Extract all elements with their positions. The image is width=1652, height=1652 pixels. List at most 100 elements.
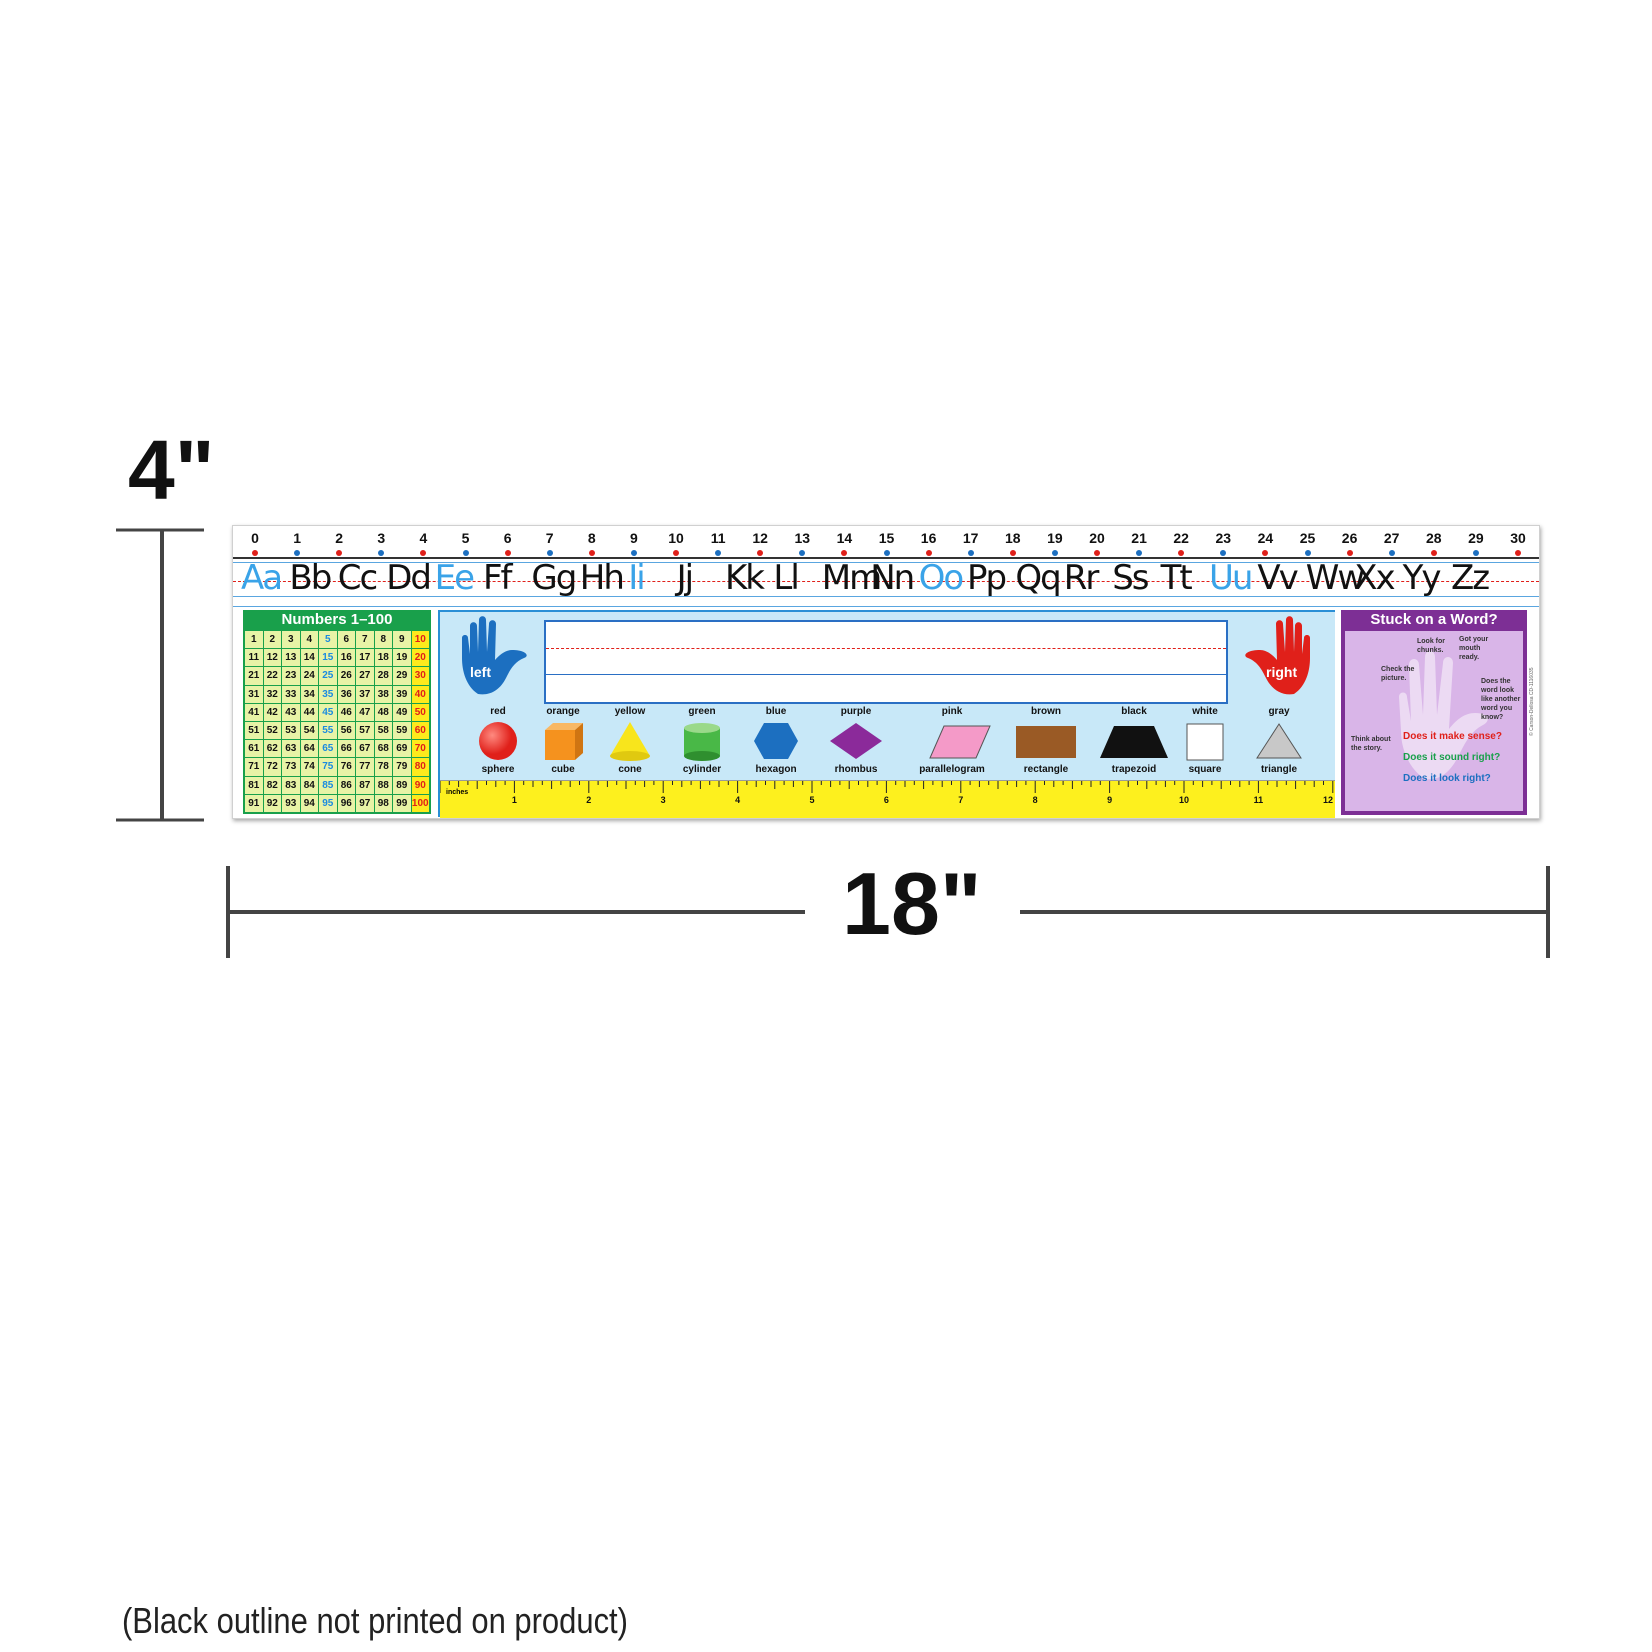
number-cell: 6 bbox=[337, 631, 355, 649]
ruler-number: 8 bbox=[1032, 795, 1038, 805]
question-look-right: Does it look right? bbox=[1403, 773, 1491, 784]
number-cell: 41 bbox=[245, 703, 263, 721]
ruler-number: 2 bbox=[586, 795, 592, 805]
number-line-label: 2 bbox=[335, 530, 344, 546]
outline-caption: (Black outline not printed on product) bbox=[122, 1600, 628, 1641]
number-line-label: 21 bbox=[1131, 530, 1147, 546]
alphabet-letter-pair: Vv bbox=[1257, 558, 1298, 598]
ruler-number: 9 bbox=[1107, 795, 1113, 805]
number-cell: 57 bbox=[356, 722, 374, 740]
number-cell: 21 bbox=[245, 667, 263, 685]
number-line-label: 23 bbox=[1215, 530, 1232, 546]
alphabet-letter-pair: Zz bbox=[1451, 558, 1490, 598]
triangle-icon bbox=[1256, 723, 1302, 759]
number-cell: 51 bbox=[245, 722, 263, 740]
number-line-dot bbox=[757, 550, 764, 556]
number-line-dot bbox=[673, 550, 679, 556]
descender-line bbox=[233, 606, 1539, 607]
number-cell: 83 bbox=[282, 776, 300, 794]
number-cell: 50 bbox=[411, 703, 429, 721]
color-name-label: gray bbox=[1268, 706, 1290, 717]
alphabet-letter-pair: Tt bbox=[1160, 558, 1193, 598]
alphabet-letter-pair: Jj bbox=[676, 558, 695, 598]
width-dimension-label: 18" bbox=[842, 854, 982, 953]
right-hand-icon bbox=[1245, 616, 1310, 695]
number-cell: 89 bbox=[393, 776, 411, 794]
number-line-dot bbox=[715, 550, 722, 556]
number-cell: 75 bbox=[319, 758, 337, 776]
alphabet-letter-pair: Bb bbox=[289, 558, 332, 598]
number-cell: 64 bbox=[300, 740, 318, 758]
number-line-dot bbox=[420, 550, 427, 556]
number-cell: 79 bbox=[393, 758, 411, 776]
number-cell: 37 bbox=[356, 685, 374, 703]
number-line-dot bbox=[883, 550, 890, 556]
number-line-label: 3 bbox=[377, 530, 386, 546]
alphabet-letter-pair: Ll bbox=[773, 558, 799, 598]
shape-name-label: parallelogram bbox=[919, 764, 985, 775]
stuck-panel-title: Stuck on a Word? bbox=[1370, 611, 1498, 628]
number-cell: 14 bbox=[300, 649, 318, 667]
alphabet-letter-pair: Ee bbox=[434, 558, 475, 598]
number-line-dot bbox=[1304, 550, 1311, 556]
alphabet-letter-pair: Dd bbox=[386, 558, 432, 598]
number-cell: 100 bbox=[411, 794, 429, 812]
color-name-label: white bbox=[1192, 706, 1218, 717]
number-line-dot bbox=[1262, 550, 1269, 556]
number-cell: 36 bbox=[337, 685, 355, 703]
stuck-panel-body: Look for chunks. Got your mouth ready. C… bbox=[1345, 631, 1523, 811]
alphabet-letter-pair: Yy bbox=[1402, 558, 1442, 598]
number-line-label: 13 bbox=[794, 530, 811, 546]
rectangle-icon bbox=[1016, 726, 1076, 758]
color-name-label: yellow bbox=[614, 706, 646, 717]
number-line-label: 4 bbox=[419, 530, 428, 546]
cone-icon bbox=[610, 722, 650, 761]
ruler-number: 5 bbox=[809, 795, 815, 805]
alphabet-letter-pair: Ww bbox=[1305, 558, 1365, 598]
left-hand-label: left bbox=[470, 664, 491, 680]
number-cell: 96 bbox=[337, 794, 355, 812]
shape-name-label: sphere bbox=[481, 764, 515, 775]
shape-name-label: square bbox=[1188, 764, 1222, 775]
top-writing-line bbox=[233, 562, 1539, 563]
rhombus-icon bbox=[830, 723, 882, 759]
alphabet-letter-pair: Pp bbox=[967, 558, 1007, 598]
number-cell: 11 bbox=[245, 649, 263, 667]
ruler-number: 1 bbox=[511, 795, 517, 805]
trapezoid-icon bbox=[1100, 726, 1168, 758]
shape-name-label: rhombus bbox=[834, 764, 878, 775]
color-name-label: pink bbox=[941, 706, 963, 717]
ruler-number: 6 bbox=[883, 795, 889, 805]
number-line-label: 10 bbox=[668, 530, 684, 546]
cube-icon bbox=[545, 723, 583, 760]
number-line-dot bbox=[630, 550, 637, 556]
number-line-label: 22 bbox=[1173, 530, 1189, 546]
number-line-label: 14 bbox=[836, 530, 853, 546]
number-line-label: 30 bbox=[1510, 530, 1526, 546]
number-cell: 5 bbox=[319, 631, 337, 649]
color-name-label: red bbox=[490, 706, 506, 717]
number-cell: 7 bbox=[356, 631, 374, 649]
number-cell: 34 bbox=[300, 685, 318, 703]
number-line-label: 7 bbox=[545, 530, 554, 546]
number-line-dot bbox=[1472, 550, 1479, 556]
number-line-label: 15 bbox=[878, 530, 895, 546]
name-writing-box bbox=[544, 620, 1228, 704]
number-cell: 91 bbox=[245, 794, 263, 812]
tip-story: Think about the story. bbox=[1351, 736, 1391, 752]
number-line-label: 9 bbox=[629, 530, 638, 546]
number-line-label: 27 bbox=[1383, 530, 1400, 546]
alphabet-letter-pair: Cc bbox=[337, 558, 378, 598]
alphabet-letter-pair: Oo bbox=[918, 558, 965, 598]
ruler-number: 12 bbox=[1322, 795, 1334, 805]
number-cell: 66 bbox=[337, 740, 355, 758]
alphabet-letter-pair: Xx bbox=[1354, 558, 1395, 598]
alphabet-letter-pair: Kk bbox=[725, 558, 765, 598]
number-cell: 81 bbox=[245, 776, 263, 794]
number-line-label: 19 bbox=[1047, 530, 1063, 546]
number-cell: 54 bbox=[300, 722, 318, 740]
number-cell: 92 bbox=[263, 794, 281, 812]
number-line-dot bbox=[1346, 550, 1353, 556]
number-line-dot bbox=[546, 550, 553, 556]
